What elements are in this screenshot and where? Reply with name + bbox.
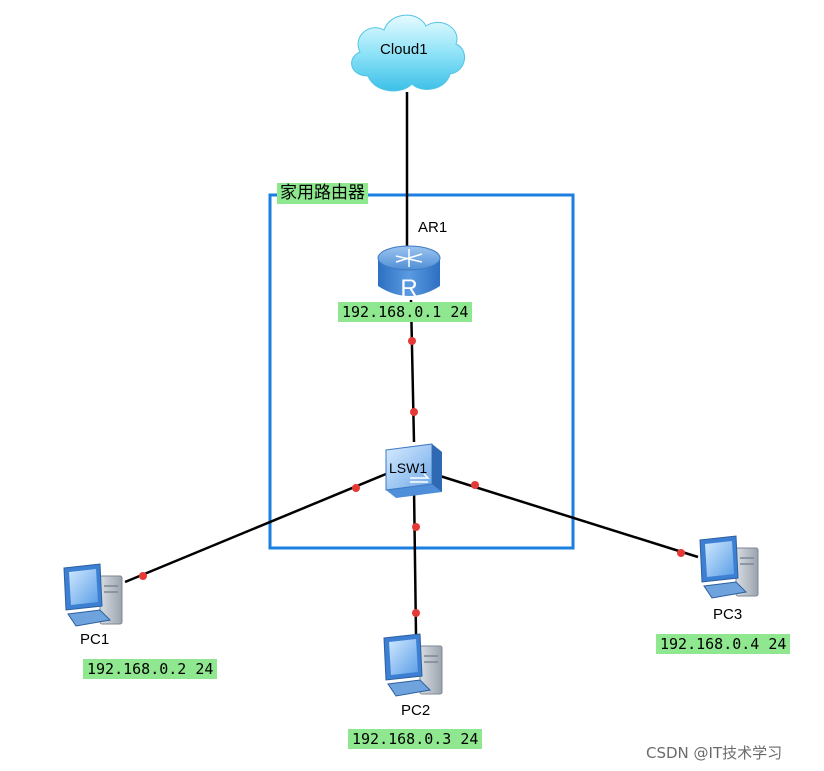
pc1-ip-label: 192.168.0.2 24 [83, 659, 218, 679]
pc3-icon[interactable] [699, 535, 759, 599]
links [124, 92, 699, 635]
link-switch-pc1 [124, 472, 387, 584]
router-icon[interactable]: R [377, 245, 441, 302]
cloud-icon[interactable] [351, 14, 465, 92]
port-dot [412, 523, 420, 531]
pc1-icon[interactable] [63, 563, 123, 627]
cloud-label: Cloud1 [380, 41, 428, 58]
switch-label: LSW1 [389, 460, 428, 476]
switch-icon[interactable] [385, 443, 442, 498]
port-dot [677, 549, 685, 557]
pc2-icon[interactable] [383, 633, 443, 697]
router-ip-label: 192.168.0.1 24 [338, 302, 473, 322]
router-label: AR1 [418, 219, 448, 236]
pc2-ip-label: 192.168.0.3 24 [348, 729, 483, 749]
pc2-label: PC2 [401, 702, 431, 719]
port-dot [408, 337, 416, 345]
group-title: 家用路由器 [277, 183, 368, 204]
port-dot [412, 609, 420, 617]
svg-text:R: R [400, 275, 417, 302]
pc1-label: PC1 [80, 631, 110, 648]
port-dots [139, 337, 685, 617]
link-router-switch [409, 299, 416, 443]
port-dot [352, 484, 360, 492]
pc3-label: PC3 [713, 606, 743, 623]
link-switch-pc3 [439, 474, 699, 559]
port-dot [410, 408, 418, 416]
pc3-ip-label: 192.168.0.4 24 [656, 634, 791, 654]
watermark: CSDN @IT技术学习 [646, 744, 783, 762]
group-box [268, 193, 575, 550]
port-dot [471, 481, 479, 489]
port-dot [139, 572, 147, 580]
